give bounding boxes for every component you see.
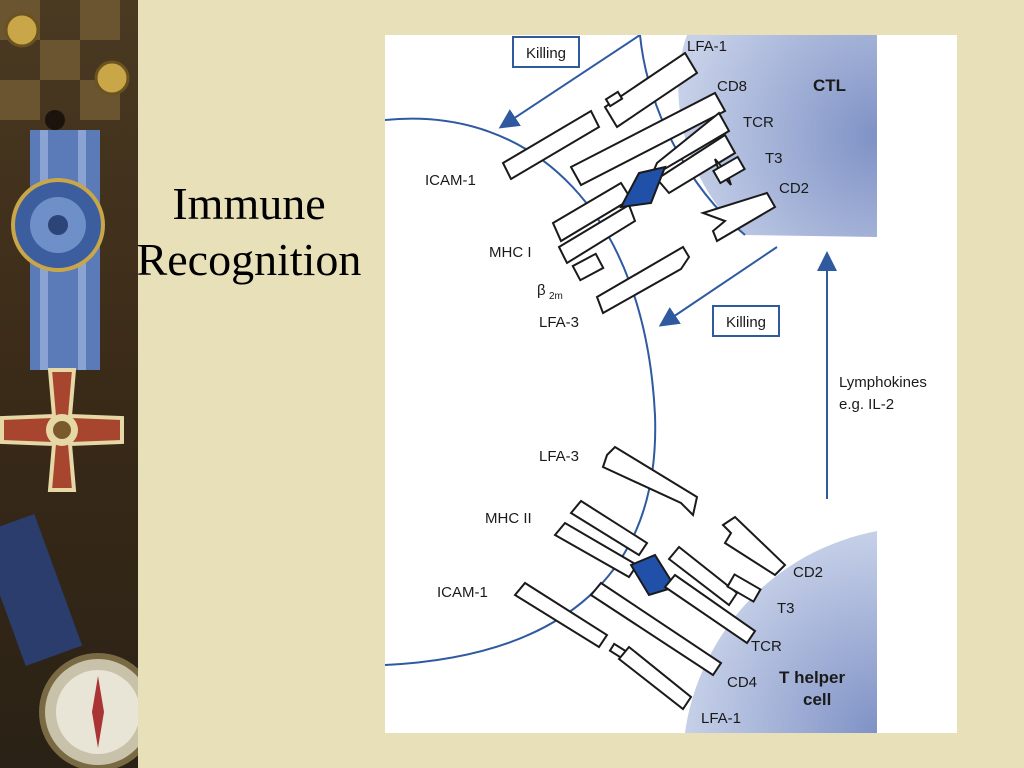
label-cd2-bottom: CD2: [793, 564, 823, 581]
label-beta: β: [537, 282, 546, 299]
label-mhc1: MHC I: [489, 244, 532, 261]
label-tcr-top: TCR: [743, 114, 774, 131]
label-cell: cell: [803, 690, 831, 709]
t3-box-bottom: [726, 573, 762, 603]
tcr-beta-bottom: [663, 573, 757, 645]
cd2-molecule-top: [699, 191, 777, 243]
lfa3-molecule-bottom: [601, 445, 699, 517]
killing-label-bottom: Killing: [726, 314, 766, 331]
target-cell-membrane: [385, 117, 657, 666]
label-lymphokines: Lymphokines: [839, 374, 927, 391]
label-lfa3-bottom: LFA-3: [539, 448, 579, 465]
mhc1-lower: [557, 203, 637, 265]
lfa1-molecule-top: [603, 51, 699, 129]
t-helper-synapse: [513, 445, 787, 711]
t-helper-cell: [685, 531, 877, 733]
slide-title-line-2: Recognition: [136, 234, 362, 285]
mhc2-alpha: [569, 499, 649, 557]
ctl-synapse: [501, 51, 777, 315]
slide-title-line-1: Immune: [172, 178, 326, 229]
lfa1-molecule-bottom: [617, 645, 693, 711]
label-beta-subscript: 2m: [549, 291, 563, 302]
killing-label-top: Killing: [526, 45, 566, 62]
label-il2: e.g. IL-2: [839, 396, 894, 413]
icam1-molecule-bottom: [513, 581, 609, 649]
label-cd8: CD8: [717, 78, 747, 95]
cd2-molecule-bottom: [721, 515, 787, 577]
icam1-molecule-top: [501, 109, 601, 181]
label-cd2-top: CD2: [779, 180, 809, 197]
label-lfa3-top: LFA-3: [539, 314, 579, 331]
label-cd4: CD4: [727, 674, 757, 691]
label-icam1-top: ICAM-1: [425, 172, 476, 189]
killing-box-top: [512, 36, 580, 68]
label-t3-top: T3: [765, 150, 783, 167]
killing-arrow-top: [498, 35, 641, 129]
label-tcr-bottom: TCR: [751, 638, 782, 655]
label-t-helper: T helper: [779, 668, 846, 687]
label-mhc2: MHC II: [485, 510, 532, 527]
t3-box-top: [712, 155, 746, 185]
lfa3-molecule-top: [595, 245, 691, 315]
killing-box-bottom: [712, 305, 780, 337]
antigen-top: [619, 165, 667, 209]
cd4-molecule: [589, 581, 723, 677]
label-t3-bottom: T3: [777, 600, 795, 617]
killing-arrow-bottom: [658, 246, 778, 327]
decorative-photo-strip: [0, 0, 138, 768]
label-icam1-bottom: ICAM-1: [437, 584, 488, 601]
label-lfa1-top: LFA-1: [687, 38, 727, 55]
immune-recognition-diagram: Killing Killing LFA-1 CD8 TCR T3 CD2 CTL…: [385, 35, 957, 733]
tcr-lower-top: [655, 133, 737, 195]
beta2m-molecule: [571, 252, 605, 282]
label-ctl: CTL: [813, 76, 846, 95]
cd8-molecule: [569, 91, 727, 187]
slide-title: Immune Recognition: [118, 176, 380, 288]
icam1-link-top: [604, 90, 624, 108]
ctl-cell: [678, 35, 877, 237]
label-lfa1-bottom: LFA-1: [701, 710, 741, 727]
